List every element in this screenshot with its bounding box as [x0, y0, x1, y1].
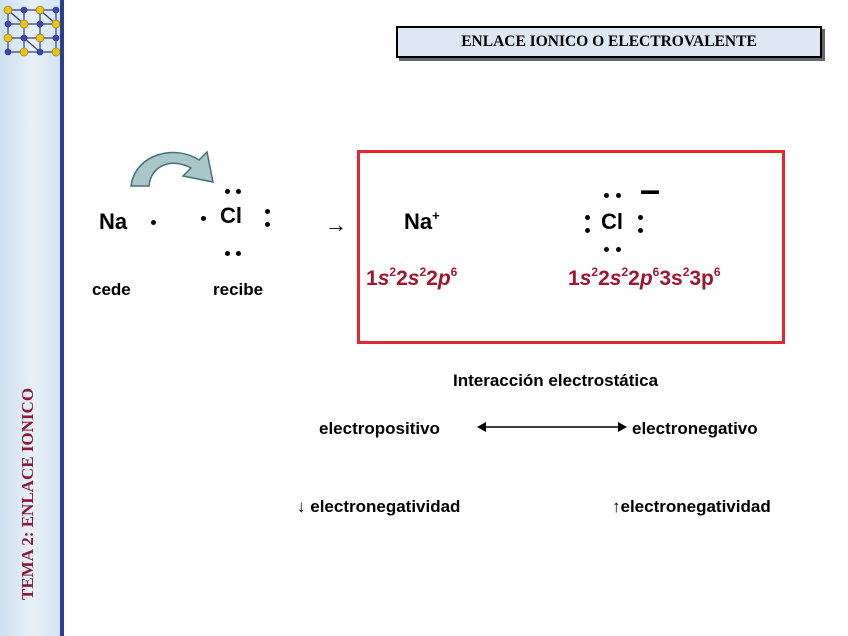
electropositive-label: electropositivo	[319, 419, 440, 438]
curved-arrow-icon	[130, 150, 214, 187]
reaction-arrow: →	[325, 212, 347, 237]
cl-ion-electron	[604, 247, 609, 252]
cl-ion: Cl	[601, 209, 623, 234]
recibe-label: recibe	[213, 280, 264, 299]
ion-box	[357, 150, 785, 344]
cl-electron	[265, 209, 270, 214]
cl-ion-charge: –	[640, 169, 661, 210]
na-ion: Na+	[404, 208, 440, 234]
down-arrow-icon: ↓	[297, 497, 306, 516]
cl-electron	[225, 189, 230, 194]
na-atom: Na	[99, 209, 128, 234]
na-valence-electron	[151, 220, 156, 225]
cl-ion-electron	[604, 193, 609, 198]
cl-electron	[236, 189, 241, 194]
cl-ion-electron	[585, 228, 590, 233]
interaction-title: Interacción electrostática	[453, 371, 659, 390]
double-headed-arrow-icon	[477, 422, 627, 432]
cl-ion-electron	[638, 215, 643, 220]
cl-ion-electron	[585, 215, 590, 220]
sidebar-title: TEMA 2: ENLACE IONICO	[18, 387, 37, 600]
electronegative-label: electronegativo	[632, 419, 758, 438]
na-electron-config: 1s22s22p6	[366, 265, 458, 290]
increasing-electronegativity: ↑electronegatividad	[612, 497, 771, 516]
cl-electron	[265, 222, 270, 227]
cede-label: cede	[92, 280, 131, 299]
decreasing-electronegativity: ↓ electronegatividad	[297, 497, 461, 516]
cl-ion-electron	[616, 247, 621, 252]
cl-ion-electron	[616, 193, 621, 198]
cl-ion-electron	[638, 228, 643, 233]
cl-electron	[201, 216, 206, 221]
cl-electron	[236, 251, 241, 256]
cl-electron-config: 1s22s22p63s23p6	[568, 265, 721, 290]
page-title: ENLACE IONICO O ELECTROVALENTE	[396, 26, 822, 58]
cl-electron	[225, 251, 230, 256]
sidebar: TEMA 2: ENLACE IONICO	[0, 0, 64, 636]
up-arrow-icon: ↑	[612, 497, 621, 516]
cl-atom: Cl	[220, 203, 242, 228]
crystal-lattice-icon	[3, 5, 61, 57]
